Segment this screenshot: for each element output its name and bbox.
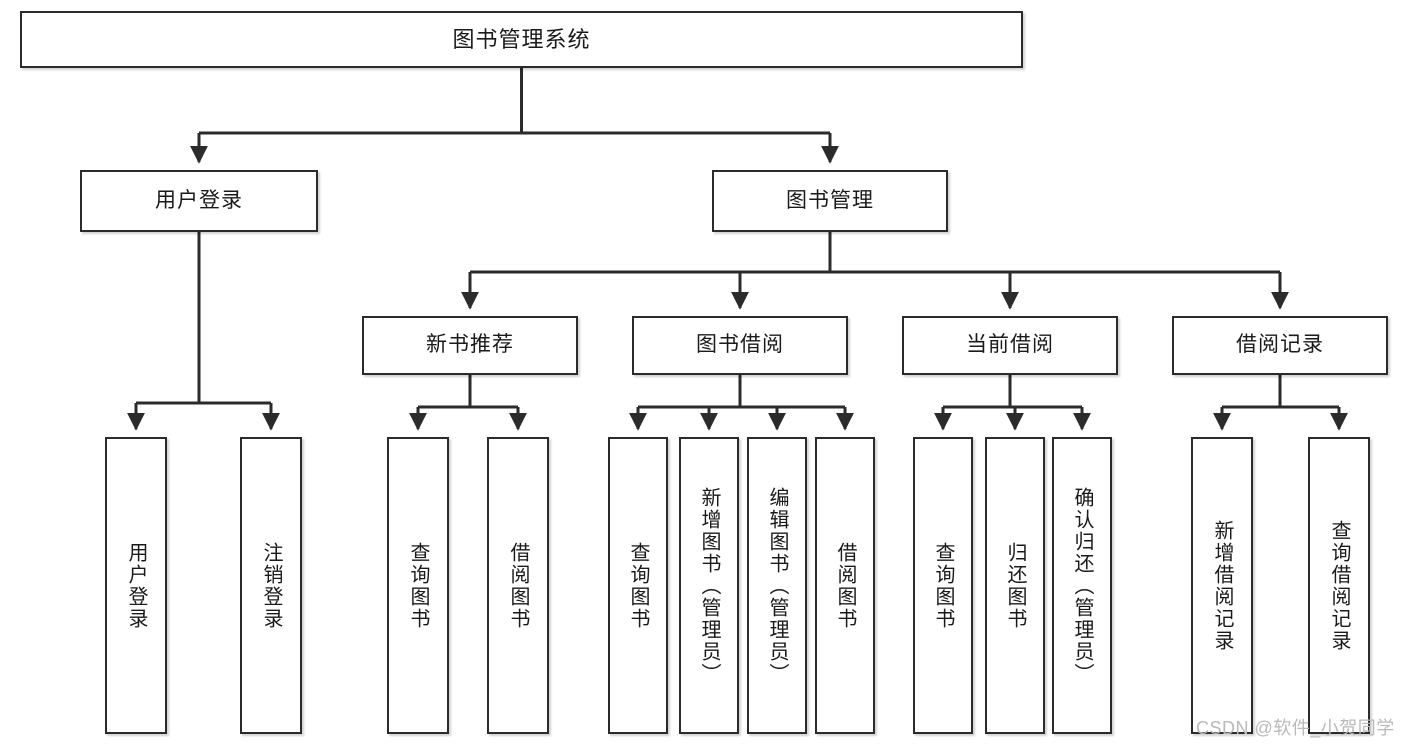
node-leaf-confirm-return-admin-label: 确认归还（管理员）: [1071, 486, 1093, 685]
node-leaf-return-book[interactable]: 归还图书: [985, 437, 1045, 734]
node-user-login-group[interactable]: 用户登录: [80, 170, 318, 232]
node-book-manage-group-label: 图书管理: [786, 188, 874, 212]
node-leaf-query-book-recommend[interactable]: 查询图书: [387, 437, 449, 734]
node-leaf-add-book-admin[interactable]: 新增图书（管理员）: [679, 437, 739, 734]
node-leaf-borrow-book-recommend-label: 借阅图书: [507, 541, 529, 630]
node-current-borrow-label: 当前借阅: [966, 333, 1054, 357]
node-leaf-user-login[interactable]: 用户登录: [105, 437, 167, 734]
node-leaf-add-borrow-record[interactable]: 新增借阅记录: [1191, 437, 1253, 734]
node-leaf-query-book-borrow-label: 查询图书: [627, 541, 649, 630]
node-new-book-recommend-label: 新书推荐: [426, 333, 514, 357]
node-leaf-return-book-label: 归还图书: [1004, 541, 1026, 630]
node-leaf-confirm-return-admin[interactable]: 确认归还（管理员）: [1052, 437, 1112, 734]
node-leaf-edit-book-admin-label: 编辑图书（管理员）: [766, 486, 788, 685]
csdn-watermark: CSDN @软件_小贺同学: [1196, 718, 1395, 738]
node-leaf-query-borrow-record-label: 查询借阅记录: [1328, 519, 1350, 652]
node-root-label: 图书管理系统: [452, 26, 591, 52]
node-user-login-group-label: 用户登录: [155, 188, 243, 212]
node-leaf-add-borrow-record-label: 新增借阅记录: [1211, 519, 1233, 652]
node-current-borrow[interactable]: 当前借阅: [902, 316, 1118, 375]
node-book-borrow[interactable]: 图书借阅: [632, 316, 848, 375]
node-leaf-add-book-admin-label: 新增图书（管理员）: [698, 486, 720, 685]
node-leaf-user-login-label: 用户登录: [125, 541, 147, 630]
node-leaf-user-logout[interactable]: 注销登录: [240, 437, 302, 734]
node-book-borrow-label: 图书借阅: [696, 333, 784, 357]
node-leaf-borrow-book[interactable]: 借阅图书: [815, 437, 875, 734]
node-book-manage-group[interactable]: 图书管理: [712, 170, 948, 232]
node-root[interactable]: 图书管理系统: [20, 11, 1023, 68]
node-leaf-query-borrow-record[interactable]: 查询借阅记录: [1308, 437, 1370, 734]
node-leaf-borrow-book-recommend[interactable]: 借阅图书: [487, 437, 549, 734]
node-leaf-query-book-current-label: 查询图书: [932, 541, 954, 630]
node-borrow-record-label: 借阅记录: [1236, 333, 1324, 357]
node-leaf-edit-book-admin[interactable]: 编辑图书（管理员）: [747, 437, 807, 734]
node-leaf-query-book-current[interactable]: 查询图书: [913, 437, 973, 734]
node-leaf-user-logout-label: 注销登录: [260, 541, 282, 630]
node-leaf-query-book-recommend-label: 查询图书: [407, 541, 429, 630]
node-borrow-record[interactable]: 借阅记录: [1172, 316, 1388, 375]
node-leaf-query-book-borrow[interactable]: 查询图书: [608, 437, 668, 734]
node-new-book-recommend[interactable]: 新书推荐: [362, 316, 578, 375]
node-leaf-borrow-book-label: 借阅图书: [834, 541, 856, 630]
